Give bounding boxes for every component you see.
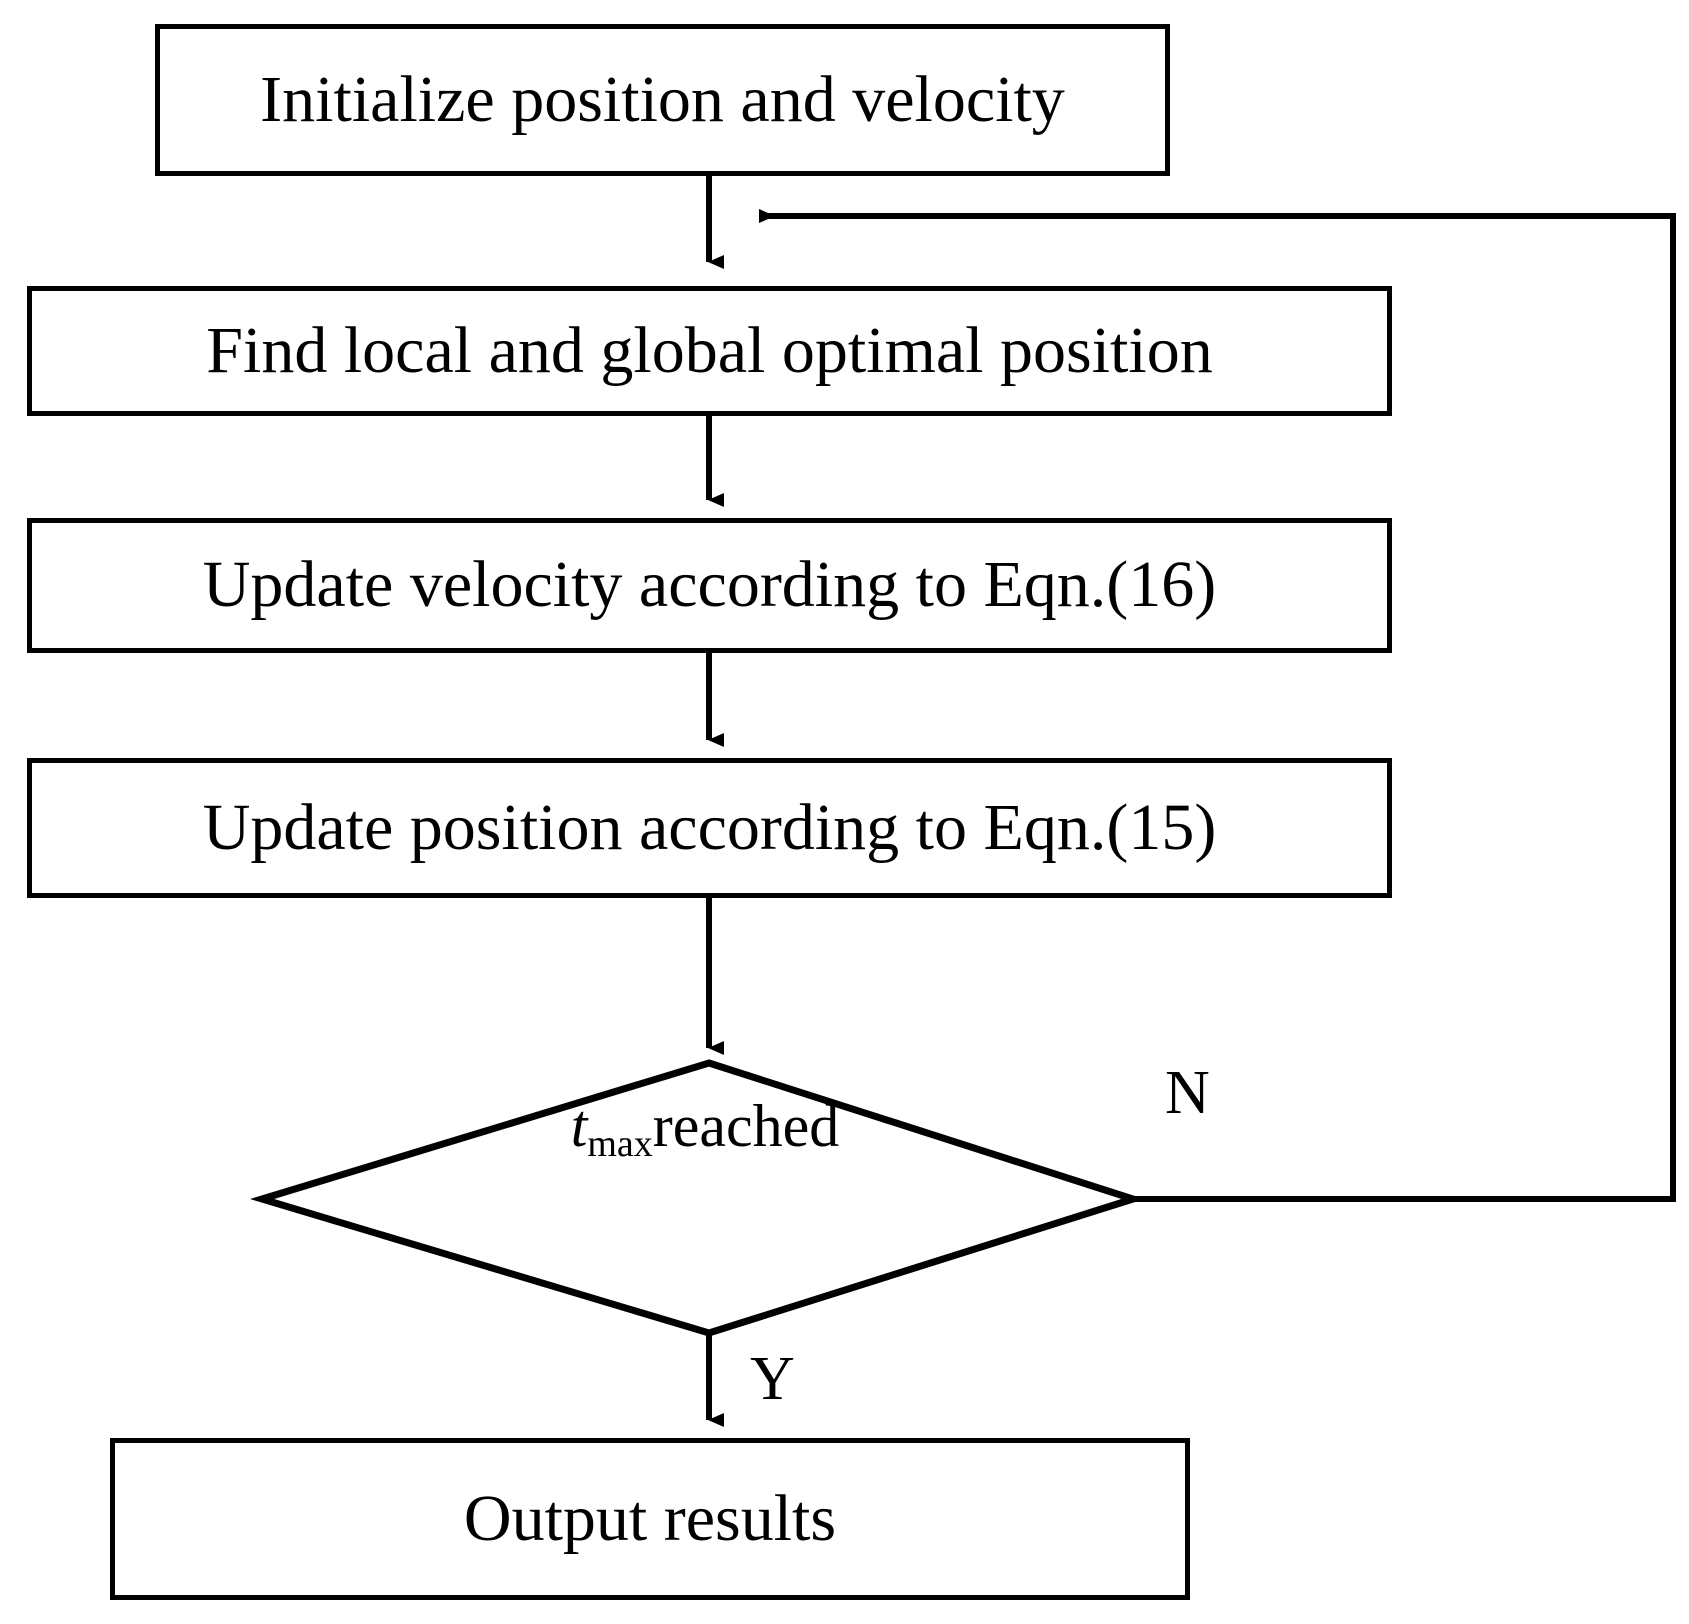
edge-label-no: N	[1165, 1059, 1210, 1127]
node-update-velocity: Update velocity according to Eqn.(16)	[27, 518, 1392, 653]
node-update-position: Update position according to Eqn.(15)	[27, 758, 1392, 898]
node-label-output: Output results	[463, 1481, 837, 1555]
edge-decision-no-feedback	[759, 209, 1676, 1202]
node-label-update-velocity: Update velocity according to Eqn.(16)	[202, 548, 1217, 622]
decision-variable-t: t	[570, 1093, 588, 1159]
edge-label-yes: Y	[750, 1345, 795, 1413]
node-output-results: Output results	[110, 1438, 1190, 1600]
node-label-update-position: Update position according to Eqn.(15)	[202, 790, 1217, 864]
decision-variable-subscript: max	[587, 1123, 653, 1165]
node-initialize-position-velocity: Initialize position and velocity	[155, 24, 1170, 176]
decision-label-rest: reached	[652, 1093, 840, 1159]
node-label-find: Find local and global optimal position	[206, 313, 1213, 387]
node-label-initialize: Initialize position and velocity	[260, 62, 1065, 136]
node-find-optimal-position: Find local and global optimal position	[27, 286, 1392, 416]
